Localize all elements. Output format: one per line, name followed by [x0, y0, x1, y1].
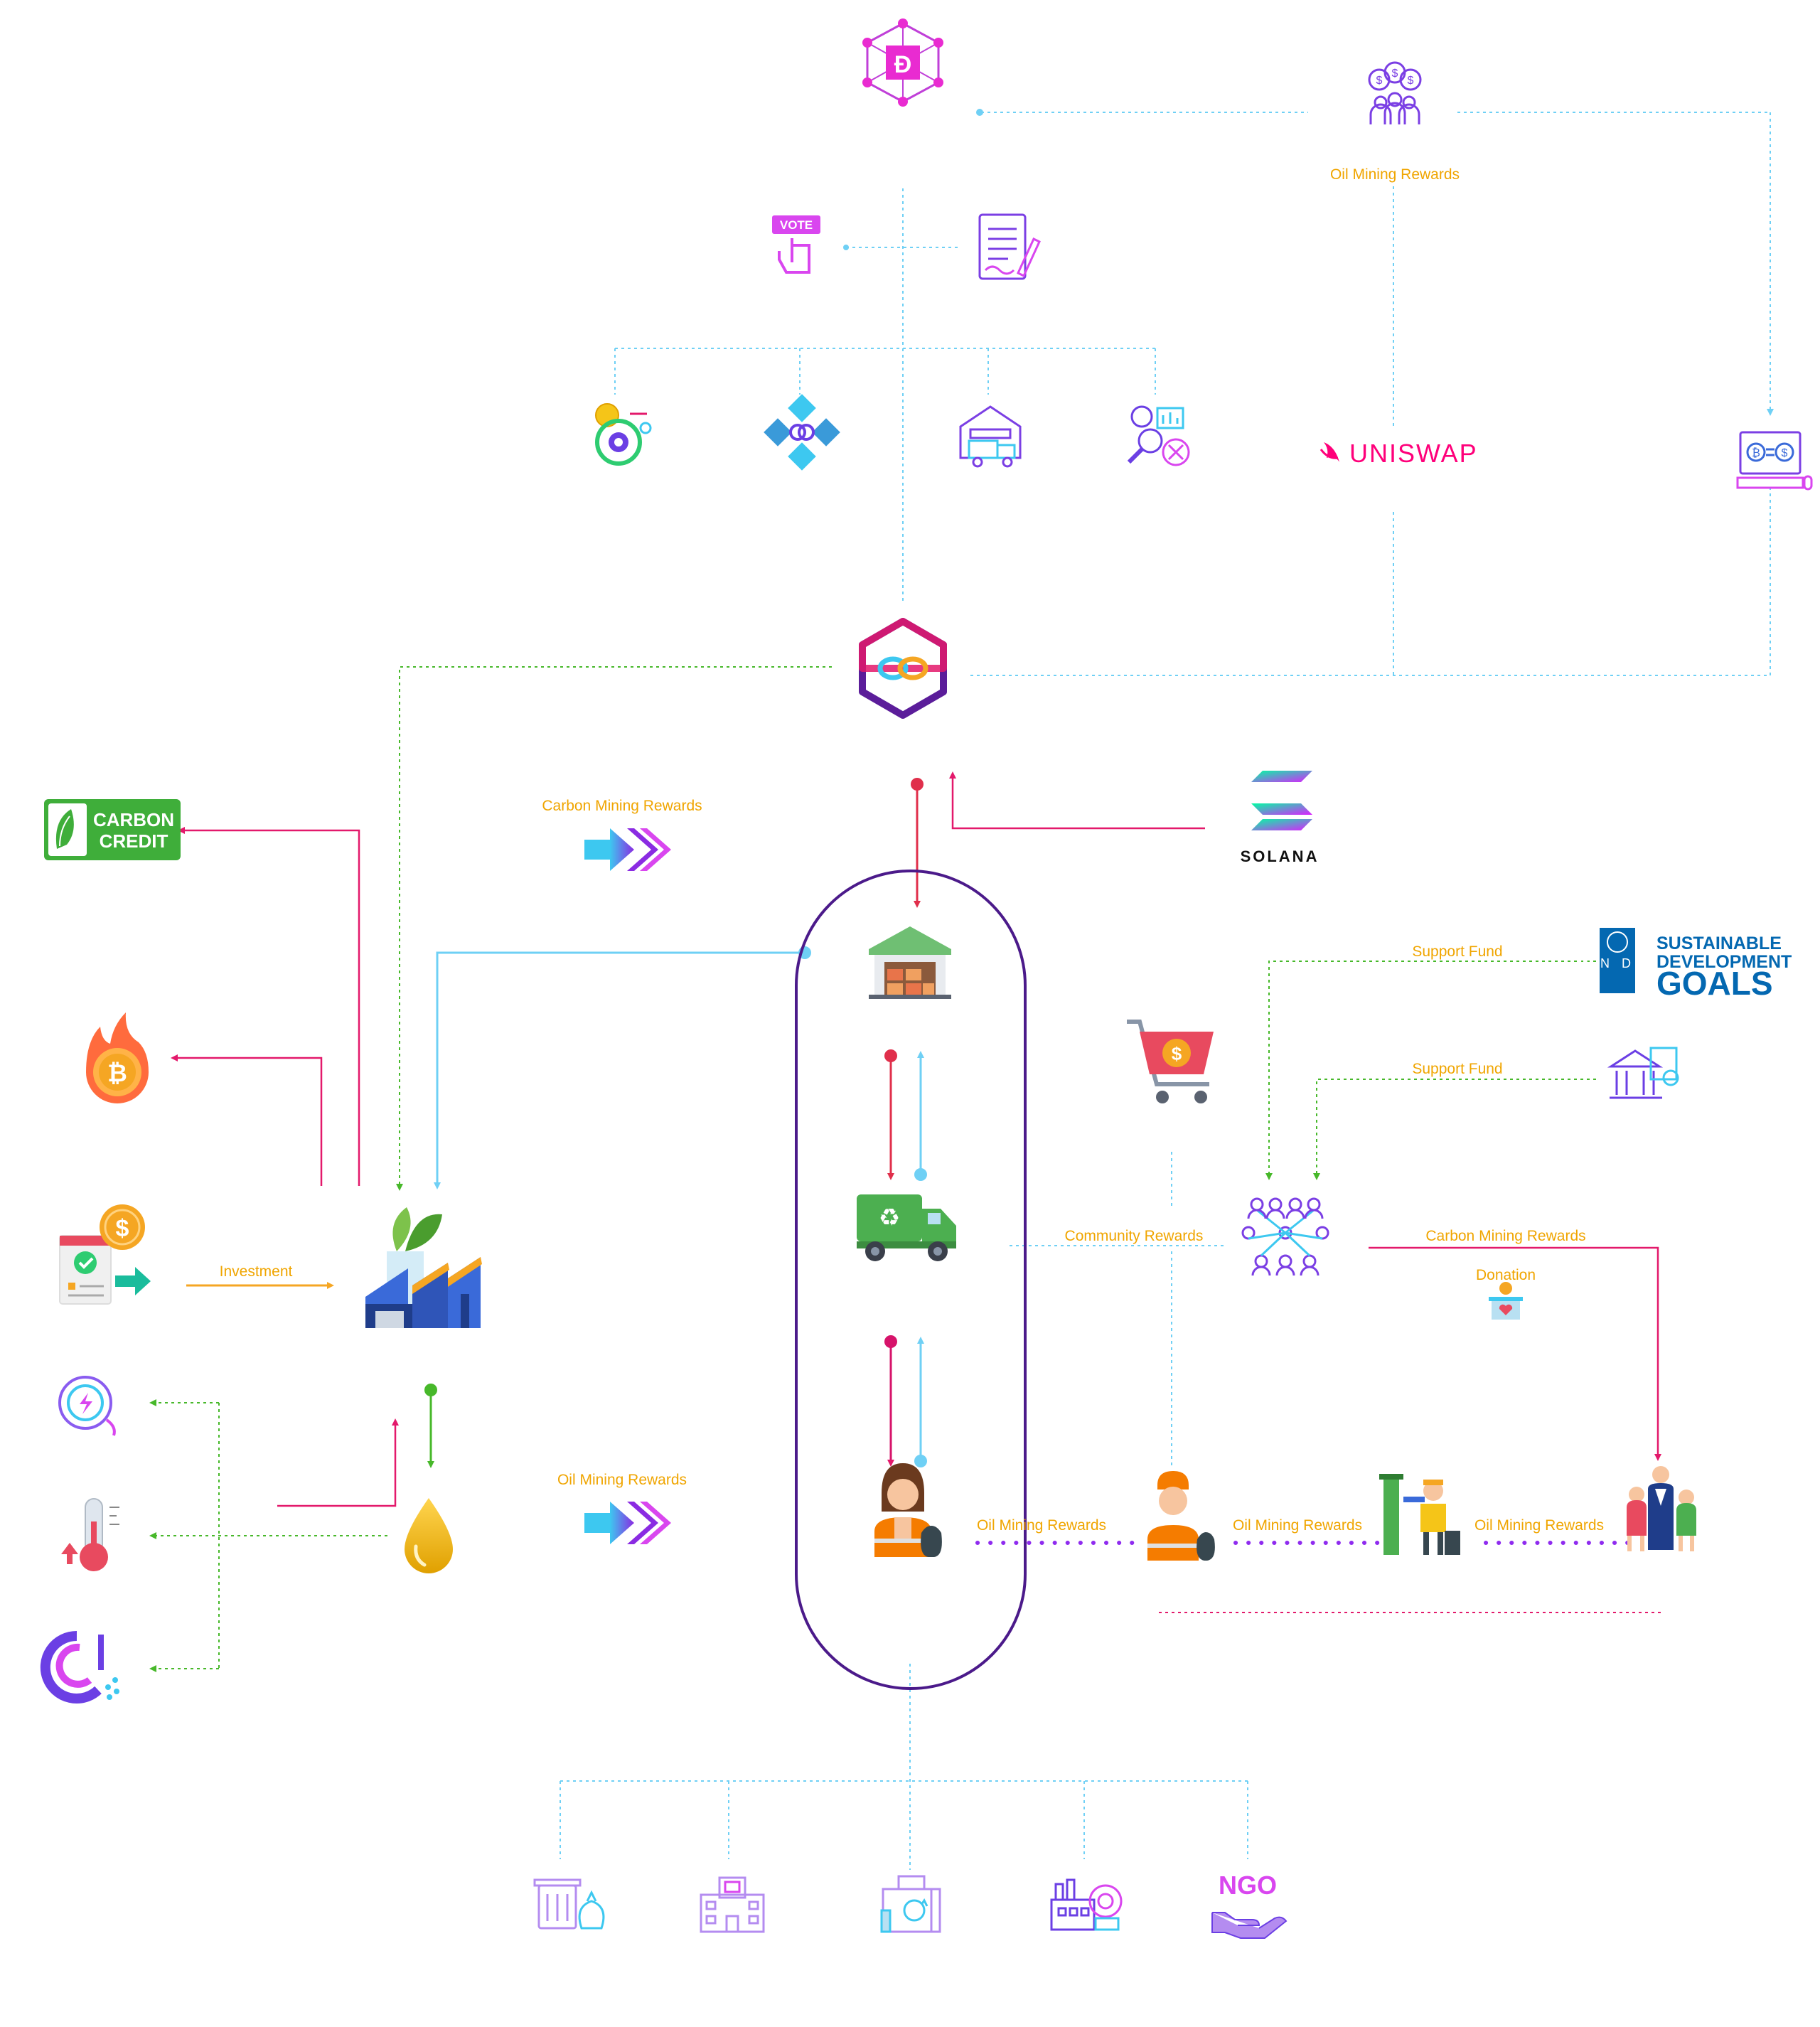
support-fund-label-1: Support Fund: [1412, 943, 1502, 960]
office-building-icon: [700, 1876, 765, 1933]
oil-mining-rewards-chain-label-3: Oil Mining Rewards: [1474, 1517, 1604, 1534]
uniswap-text: UNISWAP: [1349, 439, 1478, 468]
svg-text:₿: ₿: [107, 1060, 127, 1087]
svg-text:₿: ₿: [1752, 446, 1760, 459]
svg-text:$: $: [1782, 447, 1788, 459]
svg-text:♻: ♻: [879, 1204, 900, 1231]
garbage-truck-icon: ♻: [857, 1194, 956, 1261]
green-factory-icon: [365, 1207, 482, 1328]
investment-document-icon: $: [59, 1204, 151, 1305]
svg-text:$: $: [1392, 68, 1398, 80]
undp-sdg-logo: U N D P SUSTAINABLE DEVELOPMENT GOALS: [1579, 928, 1792, 1002]
carbon-credit-text-1: CARBON: [93, 809, 174, 830]
family-icon: [1627, 1466, 1696, 1551]
warehouse-truck-icon: [959, 405, 1022, 468]
vote-text: VOTE: [780, 218, 813, 232]
waste-process-pill: [795, 870, 1027, 1690]
clean-energy-icon: [58, 1376, 116, 1436]
investors-group-icon: $ $ $: [1368, 61, 1422, 124]
industrial-plant-icon: [1050, 1878, 1123, 1931]
carbon-credit-badge: CARBON CREDIT: [44, 799, 181, 860]
recycling-factory-icon: [880, 1875, 941, 1933]
carbon-mining-rewards-right-label: Carbon Mining Rewards: [1425, 1228, 1585, 1244]
flow-labels: Oil Mining Rewards Carbon Mining Rewards…: [220, 166, 1604, 1534]
trash-bins-icon: [533, 1878, 605, 1930]
recycling-warehouse-icon: [869, 926, 951, 999]
donation-box-icon: [1489, 1282, 1523, 1320]
waste-worker-icon: [1147, 1471, 1215, 1561]
community-network-icon: [1241, 1197, 1329, 1276]
oil-mining-rewards-chain-label-1: Oil Mining Rewards: [977, 1517, 1106, 1534]
burning-bitcoin-icon: ₿: [86, 1012, 149, 1103]
fast-forward-arrows-icon-2: [584, 1502, 671, 1544]
svg-text:$: $: [116, 1215, 129, 1242]
analytics-gears-icon: [1127, 405, 1190, 466]
carbon-credit-text-2: CREDIT: [100, 830, 168, 852]
sdg-text-1: SUSTAINABLE: [1656, 934, 1782, 953]
thermometer-icon: [61, 1498, 119, 1571]
connectors: [149, 109, 1774, 1870]
support-fund-label-2: Support Fund: [1412, 1061, 1502, 1077]
svg-text:$: $: [1408, 75, 1414, 87]
oil-mining-rewards-top-label: Oil Mining Rewards: [1330, 166, 1460, 183]
investment-label: Investment: [220, 1263, 293, 1280]
community-rewards-label: Community Rewards: [1065, 1228, 1204, 1244]
contract-document-icon: [978, 213, 1041, 280]
svg-text:$: $: [1376, 75, 1383, 87]
crypto-exchange-monitor-icon: ₿ $: [1736, 431, 1813, 491]
vote-hand-icon: VOTE: [772, 215, 820, 274]
blockchain-cubes-icon: [764, 394, 840, 471]
fast-forward-arrows-icon: [584, 828, 671, 871]
sdg-text-3: GOALS: [1656, 965, 1773, 1002]
ngo-text: NGO: [1219, 1871, 1277, 1900]
sdg-text-2: DEVELOPMENT: [1656, 952, 1792, 972]
dash-network-icon: Đ: [862, 18, 943, 107]
government-building-icon: [1607, 1047, 1679, 1099]
solana-text: SOLANA: [1241, 847, 1320, 865]
chainlink-hexagon-icon: [859, 618, 947, 719]
svg-text:$: $: [1172, 1043, 1182, 1064]
street-vendor-icon: [1379, 1474, 1460, 1555]
oil-mining-rewards-chain-label-2: Oil Mining Rewards: [1233, 1517, 1362, 1534]
coin-gear-icon: [595, 403, 652, 466]
donation-label: Donation: [1476, 1267, 1536, 1283]
shopping-cart-icon: $: [1127, 1020, 1214, 1103]
svg-text:Đ: Đ: [894, 51, 912, 78]
waste-collector-woman-icon: [874, 1463, 942, 1557]
oil-drop-icon: [405, 1498, 453, 1573]
carbon-mining-rewards-left-label: Carbon Mining Rewards: [542, 798, 702, 814]
oil-mining-rewards-left-label: Oil Mining Rewards: [557, 1472, 687, 1488]
uniswap-logo: UNISWAP: [1320, 439, 1478, 468]
undp-letters: U N D P: [1579, 956, 1656, 970]
ngo-hand-icon: NGO: [1211, 1871, 1288, 1939]
carbon-element-icon: [40, 1630, 119, 1704]
solana-logo: SOLANA: [1241, 771, 1320, 865]
